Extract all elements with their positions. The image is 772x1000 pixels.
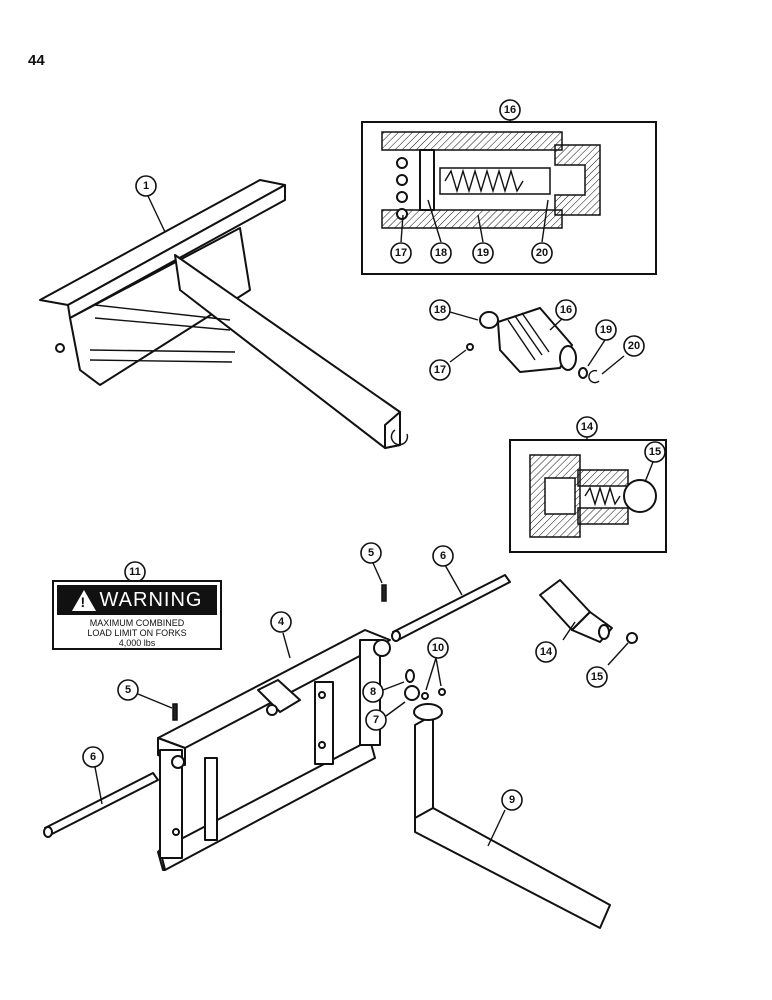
callout-20-exploded: 20 (623, 335, 645, 357)
svg-text:17: 17 (434, 364, 446, 376)
nipple-cross-section-box (509, 439, 667, 553)
callout-18-exploded: 18 (429, 299, 451, 321)
warning-title: WARNING (99, 588, 203, 611)
page-number: 44 (28, 52, 45, 69)
svg-text:5: 5 (368, 547, 374, 559)
svg-text:20: 20 (628, 340, 640, 352)
callout-17-exploded: 17 (429, 359, 451, 381)
svg-text:19: 19 (600, 324, 612, 336)
warning-triangle-icon: ! (71, 589, 96, 611)
svg-text:19: 19 (477, 247, 489, 259)
svg-text:7: 7 (373, 714, 379, 726)
svg-text:11: 11 (129, 566, 141, 578)
coupler-exploded-parts (466, 307, 600, 384)
svg-text:14: 14 (581, 421, 594, 433)
callout-14-section: 14 (576, 416, 598, 438)
svg-text:6: 6 (440, 550, 446, 562)
nipple-exploded-parts (539, 579, 638, 644)
callout-10: 10 (427, 637, 449, 659)
svg-text:14: 14 (540, 646, 553, 658)
callout-16-section: 16 (499, 99, 521, 121)
warning-header: ! WARNING (57, 585, 217, 615)
coupler-cross-section-box (361, 121, 657, 275)
svg-text:15: 15 (591, 671, 603, 683)
svg-text:18: 18 (435, 247, 447, 259)
callout-7: 7 (365, 709, 387, 731)
callout-19-exploded: 19 (595, 319, 617, 341)
callout-4: 4 (270, 611, 292, 633)
svg-text:5: 5 (125, 684, 131, 696)
warning-line-3: 4,000 lbs (118, 638, 156, 648)
svg-text:16: 16 (560, 304, 572, 316)
callout-6-left: 6 (82, 746, 104, 768)
fork-carriage-frame-illustration (157, 629, 391, 871)
svg-text:15: 15 (649, 446, 661, 458)
callout-6-top: 6 (432, 545, 454, 567)
warning-line-2: LOAD LIMIT ON FORKS (87, 628, 187, 638)
svg-text:9: 9 (509, 794, 515, 806)
svg-text:16: 16 (504, 104, 516, 116)
svg-text:20: 20 (536, 247, 548, 259)
svg-text:10: 10 (432, 642, 444, 654)
callout-5-left: 5 (117, 679, 139, 701)
svg-text:17: 17 (395, 247, 407, 259)
svg-text:6: 6 (90, 751, 96, 763)
callout-20-section: 20 (531, 242, 553, 264)
warning-label-decal: ! WARNING MAXIMUM COMBINED LOAD LIMIT ON… (52, 580, 222, 650)
callout-8: 8 (362, 681, 384, 703)
callout-19-section: 19 (472, 242, 494, 264)
callout-11: 11 (124, 561, 146, 583)
callout-17-section: 17 (390, 242, 412, 264)
callout-15-section: 15 (644, 441, 666, 463)
hitch-frame-illustration (39, 179, 409, 449)
warning-line-1: MAXIMUM COMBINED (89, 618, 185, 628)
svg-text:1: 1 (143, 180, 149, 192)
callout-14-exploded: 14 (535, 641, 557, 663)
callout-15-exploded: 15 (586, 666, 608, 688)
callout-18-section: 18 (430, 242, 452, 264)
svg-text:4: 4 (278, 616, 285, 628)
callout-5-top: 5 (360, 542, 382, 564)
svg-text:18: 18 (434, 304, 446, 316)
callout-16-exploded: 16 (555, 299, 577, 321)
callout-9: 9 (501, 789, 523, 811)
callout-1: 1 (135, 175, 157, 197)
fork-and-small-parts (404, 669, 611, 929)
svg-text:8: 8 (370, 686, 376, 698)
